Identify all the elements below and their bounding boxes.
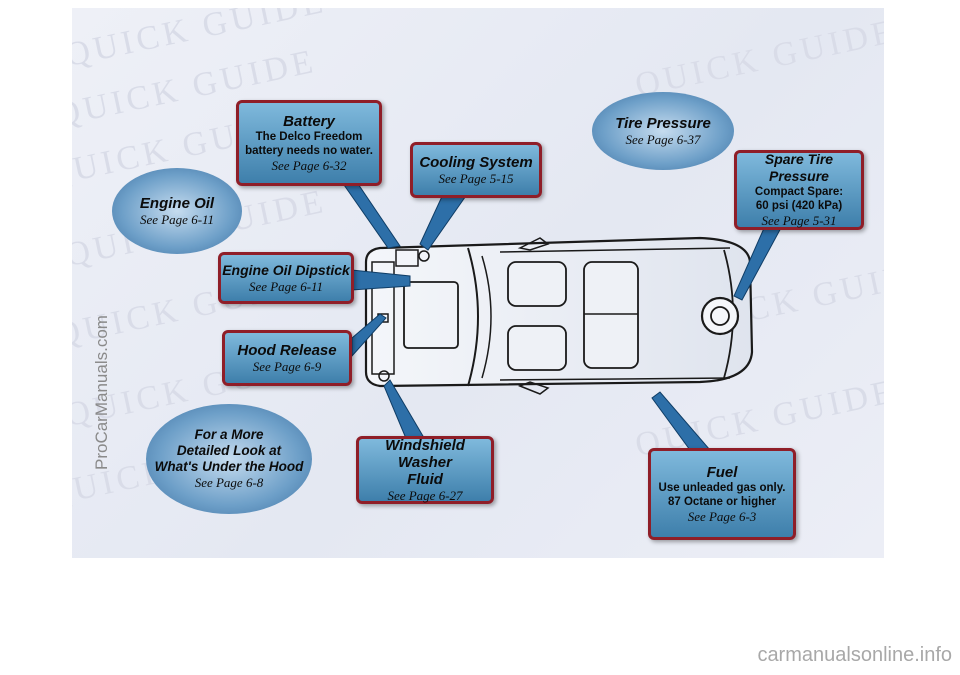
- spare-tire-note-line: 60 psi (420 kPa): [755, 200, 843, 212]
- battery-page-ref: See Page 6-32: [271, 157, 347, 173]
- engine-oil-title: Engine Oil: [139, 194, 215, 212]
- mirror: [517, 381, 550, 395]
- cooling-system-title: Cooling System: [419, 153, 533, 171]
- tire-pressure-page-ref: See Page 6-37: [625, 131, 701, 147]
- mirror: [517, 237, 550, 251]
- coolant-cap: [418, 250, 430, 262]
- hood-release-leader: [351, 313, 387, 358]
- vehicle-body: [364, 236, 754, 388]
- under-hood-bubble: For a More Detailed Look at What's Under…: [146, 404, 312, 514]
- cooling-leader: [419, 189, 471, 251]
- washer-fluid-callout: Windshield Washer Fluid See Page 6-27: [356, 436, 494, 504]
- spare-tire-callout: Spare Tire Pressure Compact Spare: 60 ps…: [734, 150, 864, 230]
- engine-oil-bubble: Engine Oil See Page 6-11: [112, 168, 242, 254]
- seat: [507, 325, 567, 371]
- spare-tire-title: Spare Tire Pressure: [764, 151, 834, 184]
- spare-tire: [700, 296, 740, 336]
- engine-block: [403, 281, 459, 349]
- battery-note-line: battery needs no water.: [245, 144, 373, 157]
- under-hood-page-ref: See Page 6-8: [194, 475, 264, 490]
- under-hood-title-line: What's Under the Hood: [154, 459, 304, 474]
- oil-dipstick-title: Engine Oil Dipstick: [222, 261, 350, 278]
- hood-release-page-ref: See Page 6-9: [252, 358, 322, 374]
- tire-pressure-bubble: Tire Pressure See Page 6-37: [592, 92, 734, 170]
- fuel-page-ref: See Page 6-3: [687, 508, 757, 524]
- spare-tire-page-ref: See Page 5-31: [761, 213, 837, 228]
- battery-callout: Battery The Delco Freedom battery needs …: [236, 100, 382, 186]
- fuel-note-line: Use unleaded gas only.: [658, 481, 786, 494]
- tire-pressure-title: Tire Pressure: [615, 114, 711, 132]
- fuel-callout: Fuel Use unleaded gas only. 87 Octane or…: [648, 448, 796, 540]
- side-watermark: ProCarManuals.com: [92, 315, 111, 470]
- roof-line: [499, 377, 731, 381]
- site-watermark: carmanualsonline.info: [757, 644, 952, 666]
- seat: [507, 261, 567, 307]
- washer-fluid-title-line: Windshield Washer: [385, 436, 465, 471]
- washer-fluid-page-ref: See Page 6-27: [387, 487, 463, 503]
- under-hood-title-line: For a More: [194, 427, 264, 442]
- fuel-note-line: 87 Octane or higher: [667, 495, 776, 508]
- windshield-inner: [481, 255, 492, 379]
- oil-dipstick-callout: Engine Oil Dipstick See Page 6-11: [218, 252, 354, 304]
- fuel-leader: [651, 391, 712, 451]
- spare-tire-note-line: Compact Spare:: [754, 186, 844, 198]
- washer-fluid-title-line: Fluid: [407, 470, 443, 488]
- oil-dipstick-page-ref: See Page 6-11: [248, 278, 324, 294]
- cooling-system-page-ref: See Page 5-15: [438, 170, 514, 186]
- battery-title: Battery: [283, 112, 335, 130]
- hood-release-callout: Hood Release See Page 6-9: [222, 330, 352, 386]
- engine-oil-page-ref: See Page 6-11: [139, 211, 215, 227]
- battery-note-line: The Delco Freedom: [255, 130, 363, 143]
- radiator: [371, 261, 395, 375]
- cooling-system-callout: Cooling System See Page 5-15: [410, 142, 542, 198]
- windshield: [467, 247, 479, 387]
- fuel-title: Fuel: [706, 463, 738, 481]
- spare-tire-hub: [710, 306, 730, 326]
- seat: [583, 261, 639, 369]
- battery-box: [395, 249, 419, 267]
- washer-cap: [378, 370, 390, 382]
- hood-release-title: Hood Release: [237, 341, 337, 359]
- roof-line: [499, 247, 731, 253]
- under-hood-title-line: Detailed Look at: [176, 443, 282, 458]
